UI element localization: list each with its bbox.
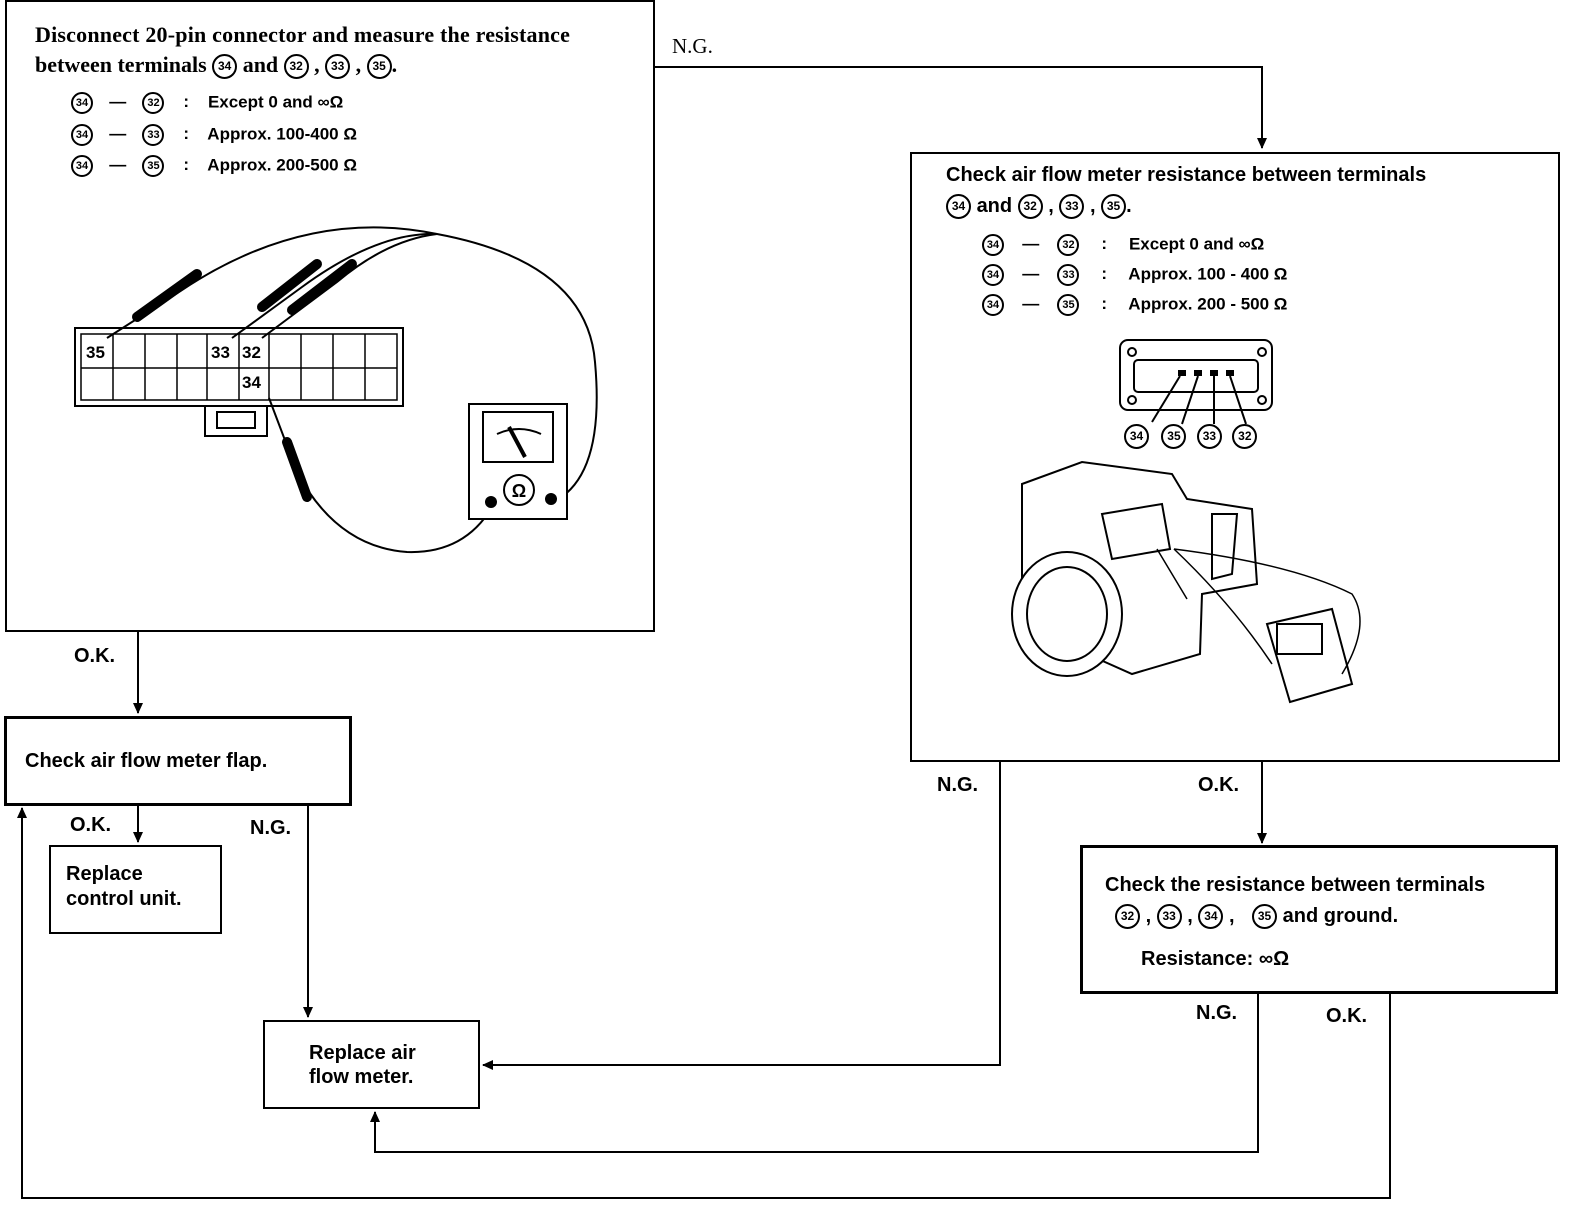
- box2-line2: 34 and 32 , 33 , 35.: [946, 194, 1132, 219]
- term-b: 35: [142, 155, 165, 177]
- term-a: 34: [71, 155, 93, 177]
- spec-text: Except 0 and ∞Ω: [1128, 234, 1265, 254]
- terminal-35-badge: 35: [1252, 904, 1278, 929]
- spec-text: Approx. 200-500 Ω: [207, 155, 357, 175]
- terminal-34-badge: 34: [946, 194, 971, 219]
- terminal-33-badge: 33: [1059, 194, 1085, 219]
- separator: ,: [1145, 904, 1152, 927]
- label-box2-ng: N.G.: [937, 774, 979, 796]
- callout-row: 34 35 33 32: [1124, 424, 1258, 449]
- period: .: [391, 52, 398, 77]
- box4-line1: Replace: [66, 863, 143, 885]
- box6-line2: 32 , 33 , 34 , 35 and ground.: [1115, 904, 1398, 929]
- spec-text: Except 0 and ∞Ω: [207, 92, 344, 112]
- svg-text:Ω: Ω: [512, 481, 526, 501]
- replace-control-unit-box: Replace control unit.: [49, 845, 222, 934]
- box6-resistance: Resistance: ∞Ω: [1141, 948, 1290, 970]
- connector-label-33: 33: [211, 343, 230, 362]
- spec-text: Approx. 100-400 Ω: [207, 124, 357, 144]
- label-box1-ng: N.G.: [672, 34, 713, 58]
- box2-spec-row-3: 34 — 35 : Approx. 200 - 500 Ω: [982, 294, 1287, 316]
- box2-spec-row-1: 34 — 32 : Except 0 and ∞Ω: [982, 234, 1264, 256]
- box1-line2-prefix: between terminals: [35, 52, 207, 77]
- separator: ,: [1228, 904, 1235, 927]
- terminal-35-badge: 35: [366, 54, 392, 80]
- spec-text: Approx. 200 - 500 Ω: [1128, 294, 1288, 314]
- term-b: 33: [1057, 264, 1080, 286]
- arrow-box2-ng: [482, 762, 1001, 1070]
- callout-33: 33: [1196, 424, 1222, 449]
- spec-text: Approx. 100 - 400 Ω: [1128, 264, 1288, 284]
- label-box6-ok: O.K.: [1326, 1005, 1368, 1027]
- label-box3-ng: N.G.: [250, 817, 292, 839]
- box1-line1: Disconnect 20-pin connector and measure …: [35, 22, 571, 47]
- connector-test-box: Disconnect 20-pin connector and measure …: [5, 0, 655, 632]
- separator: ,: [314, 52, 320, 77]
- term-a: 34: [71, 124, 93, 146]
- term-a: 34: [982, 234, 1004, 256]
- label-box6-ng: N.G.: [1196, 1002, 1238, 1024]
- box3-text: Check air flow meter flap.: [25, 750, 268, 772]
- separator: ,: [1089, 194, 1096, 217]
- ground-resistance-box: Check the resistance between terminals 3…: [1080, 845, 1558, 994]
- arrow-box6-ng: [370, 994, 1259, 1153]
- term-a: 34: [71, 92, 93, 114]
- terminal-34-badge: 34: [212, 54, 238, 80]
- terminal-32-badge: 32: [1115, 904, 1140, 929]
- terminal-33-badge: 33: [325, 54, 351, 80]
- box5-line1: Replace air: [309, 1042, 416, 1064]
- term-b: 32: [142, 92, 165, 114]
- term-b: 33: [142, 124, 165, 146]
- terminal-32-badge: 32: [1017, 194, 1043, 219]
- replace-air-flow-meter-box: Replace air flow meter.: [263, 1020, 480, 1109]
- connector-label-35: 35: [86, 343, 105, 362]
- label-box3-ok: O.K.: [70, 814, 112, 836]
- connector-label-32: 32: [242, 343, 261, 362]
- box2-and: and: [976, 194, 1013, 217]
- box2-line1: Check air flow meter resistance between …: [946, 164, 1427, 186]
- callout-32: 32: [1232, 424, 1258, 449]
- box5-line2: flow meter.: [309, 1066, 414, 1088]
- callout-35: 35: [1161, 424, 1187, 449]
- label-box1-ok: O.K.: [74, 645, 116, 667]
- connector-ohmmeter-illustration: Ω: [74, 226, 598, 554]
- arrow-box6-ok: [17, 807, 1391, 1199]
- term-b: 32: [1057, 234, 1080, 256]
- box1-spec-row-2: 34 — 33 : Approx. 100-400 Ω: [71, 124, 357, 146]
- terminal-33-badge: 33: [1156, 904, 1182, 929]
- separator: ,: [1048, 194, 1054, 217]
- box1-line2-and: and: [242, 52, 279, 77]
- period: .: [1126, 194, 1132, 217]
- box6-line2-suffix: and ground.: [1282, 904, 1399, 927]
- air-flow-meter-illustration: [1011, 339, 1361, 704]
- box6-line1: Check the resistance between terminals: [1105, 874, 1486, 896]
- label-box2-ok: O.K.: [1198, 774, 1240, 796]
- arrow-box1-ng: [655, 66, 1267, 149]
- check-flap-box: Check air flow meter flap.: [4, 716, 352, 806]
- term-a: 34: [982, 264, 1004, 286]
- separator: ,: [355, 52, 362, 77]
- box2-spec-row-2: 34 — 33 : Approx. 100 - 400 Ω: [982, 264, 1287, 286]
- terminal-32-badge: 32: [283, 54, 309, 80]
- separator: ,: [1187, 904, 1193, 927]
- terminal-35-badge: 35: [1101, 194, 1127, 219]
- box4-line2: control unit.: [66, 888, 182, 910]
- callout-34: 34: [1124, 424, 1149, 449]
- term-a: 34: [982, 294, 1004, 316]
- box1-spec-row-1: 34 — 32 : Except 0 and ∞Ω: [71, 92, 343, 114]
- terminal-34-badge: 34: [1198, 904, 1224, 929]
- connector-label-34: 34: [242, 373, 261, 392]
- term-b: 35: [1057, 294, 1080, 316]
- box1-spec-row-3: 34 — 35 : Approx. 200-500 Ω: [71, 155, 357, 177]
- air-flow-meter-resistance-box: Check air flow meter resistance between …: [910, 152, 1560, 762]
- box1-line2: between terminals 34 and 32 , 33 , 35.: [35, 52, 398, 80]
